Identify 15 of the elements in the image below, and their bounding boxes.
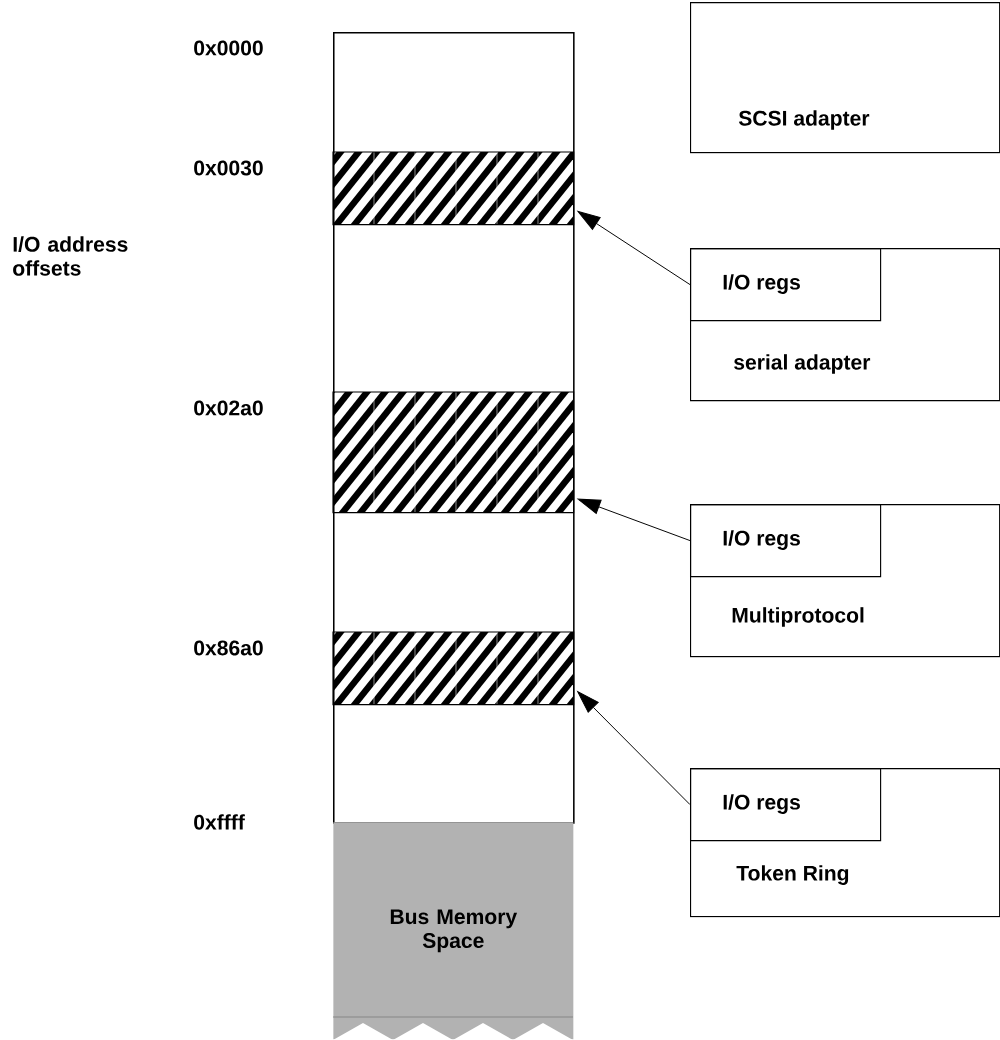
arrow bbox=[577, 691, 691, 806]
memory-column bbox=[333, 32, 575, 824]
address-label: 0xffff bbox=[194, 814, 245, 830]
address-label: 0x0000 bbox=[194, 40, 263, 56]
register-box: I/O regs bbox=[690, 504, 882, 578]
address-label: I/O address offsets bbox=[13, 236, 128, 276]
hatched-band bbox=[332, 631, 575, 706]
arrow bbox=[577, 211, 691, 286]
adapter-box: SCSI adapter bbox=[690, 2, 1000, 154]
hatched-band bbox=[332, 151, 575, 226]
hatched-band bbox=[332, 391, 575, 514]
memory-region: Bus Memory Space bbox=[332, 822, 574, 1040]
register-box: I/O regs bbox=[690, 768, 882, 842]
arrow bbox=[577, 498, 691, 542]
register-box: I/O regs bbox=[690, 248, 882, 322]
